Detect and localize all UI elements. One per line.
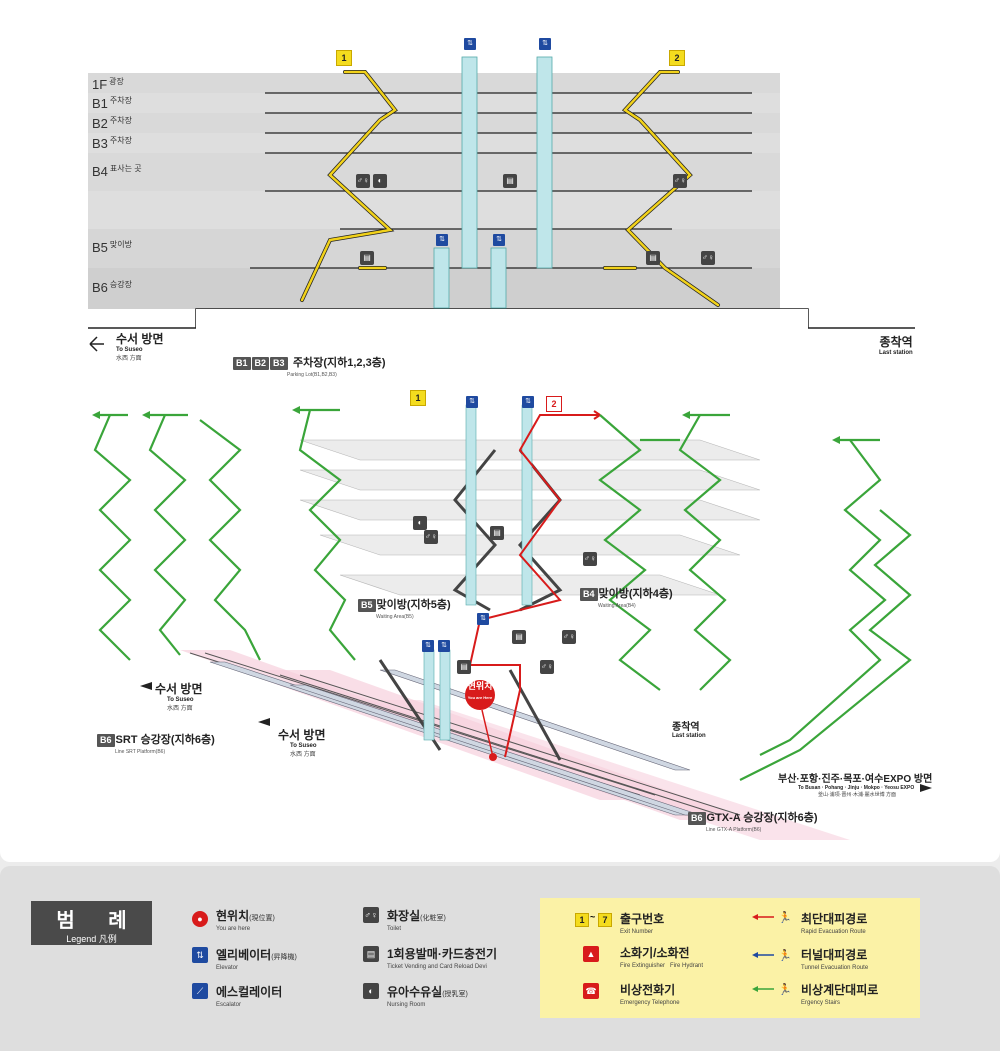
section-diagram [88, 56, 915, 352]
evacuation-route-icons: 🏃 🏃 🏃 [752, 911, 792, 996]
legend-title: 범 례 Legend 凡例 [31, 901, 152, 945]
toilet-icon: ♂♀ [673, 174, 687, 188]
legend-emergency-stairs: 비상계단대피로 Ergency Stairs [801, 983, 879, 1006]
elevator-icon: ⇅ [438, 640, 450, 652]
toilet-icon: ♂♀ [562, 630, 576, 644]
iso-direction-suseo-lower: 수서 방면 To Suseo 水西 方面 [278, 728, 326, 758]
exit-number-separator: ~ [590, 912, 596, 922]
elevator-icon: ⇅ [192, 947, 208, 963]
you-are-here-marker: 현위치 You are Here [467, 681, 493, 700]
you-are-here-icon: ● [192, 911, 208, 927]
toilet-icon: ♂♀ [356, 174, 370, 188]
elevator-icon: ⇅ [477, 613, 489, 625]
emergency-telephone-icon: ☎ [583, 983, 599, 999]
fire-extinguisher-icon: ▲ [583, 946, 599, 962]
section-exit-2-badge: 2 [669, 50, 685, 66]
ticket-vending-icon: ▤ [360, 251, 374, 265]
ticket-vending-icon: ▤ [490, 526, 504, 540]
legend-you-are-here: 현위치(現位置) You are here [216, 909, 275, 932]
toilet-icon: ♂♀ [363, 907, 379, 923]
legend-rapid-evacuation: 최단대피경로 Rapid Evacuation Route [801, 912, 868, 935]
svg-text:🏃: 🏃 [778, 911, 792, 924]
elevator-icon: ⇅ [522, 396, 534, 408]
iso-direction-suseo-upper: 수서 방면 To Suseo 水西 方面 [155, 682, 203, 712]
legend-elevator: 엘리베이터(昇降機) Elevator [216, 948, 297, 971]
toilet-icon: ♂♀ [701, 251, 715, 265]
nursing-room-icon: ◐ [373, 174, 387, 188]
ticket-vending-icon: ▤ [512, 630, 526, 644]
legend-nursing-room: 유아수유실(授乳室) Nursing Room [387, 985, 468, 1008]
toilet-icon: ♂♀ [540, 660, 554, 674]
iso-exit-2-badge: 2 [546, 396, 562, 412]
iso-exit-1-badge: 1 [410, 390, 426, 406]
elevator-icon: ⇅ [493, 234, 505, 246]
legend-ticket-vending: 1회용발매·카드충전기 Ticket Vending and Card Relo… [387, 947, 498, 970]
nursing-room-icon: ◐ [363, 983, 379, 999]
legend-toilet: 화장실(化粧室) Toilet [387, 909, 446, 932]
elevator-icon: ⇅ [464, 38, 476, 50]
legend-escalator: 에스컬레이터 Escalator [216, 985, 283, 1008]
exit-number-to-badge: 7 [598, 913, 612, 927]
legend-fire-extinguisher: 소화기/소화전 Fire Extinguisher Fire Hydrant [620, 946, 704, 969]
ticket-vending-icon: ▤ [646, 251, 660, 265]
iso-direction-busan: 부산·포항·진주·목포·여수EXPO 방면 To Busan · Pohang … [778, 774, 933, 798]
escalator-icon: ⟋ [192, 983, 208, 999]
toilet-icon: ♂♀ [583, 552, 597, 566]
legend-tunnel-evacuation: 터널대피경로 Tunnel Evacuation Route [801, 948, 869, 971]
elevator-icon: ⇅ [539, 38, 551, 50]
svg-text:🏃: 🏃 [778, 949, 792, 962]
legend-emergency-telephone: 비상전화기 Emergency Telephone [620, 983, 680, 1006]
section-direction-suseo: 수서 방면 To Suseo 水西 方面 [116, 332, 164, 362]
elevator-icon: ⇅ [466, 396, 478, 408]
ticket-vending-icon: ▤ [363, 946, 379, 962]
ticket-vending-icon: ▤ [457, 660, 471, 674]
exit-number-from-badge: 1 [575, 913, 589, 927]
toilet-icon: ♂♀ [424, 530, 438, 544]
iso-last-station: 종착역 Last station [672, 722, 706, 739]
legend-exit-number: 출구번호 Exit Number [620, 912, 665, 935]
section-exit-1-badge: 1 [336, 50, 352, 66]
nursing-room-icon: ◐ [413, 516, 427, 530]
section-direction-last-station: 종착역 Last station [879, 335, 913, 356]
elevator-icon: ⇅ [422, 640, 434, 652]
svg-text:🏃: 🏃 [778, 983, 792, 996]
elevator-icon: ⇅ [436, 234, 448, 246]
isometric-diagram [92, 404, 932, 840]
ticket-vending-icon: ▤ [503, 174, 517, 188]
